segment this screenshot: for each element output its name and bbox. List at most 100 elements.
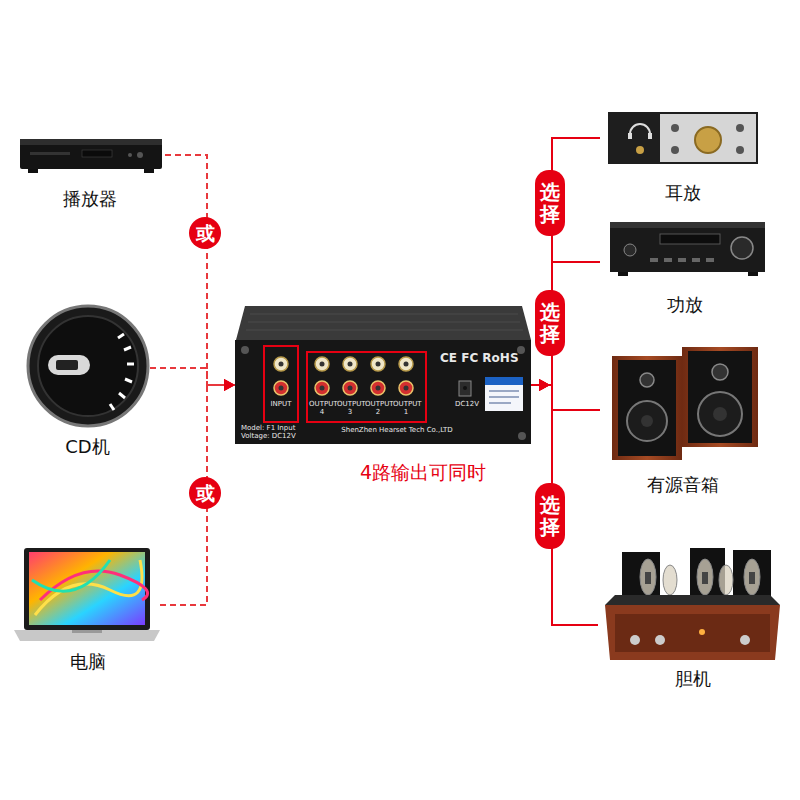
arrow-head	[539, 379, 550, 391]
output-device: 功放	[600, 218, 770, 318]
disc-player-part	[30, 152, 70, 155]
headphone-amp-part	[695, 127, 721, 153]
badge-text: 选择	[540, 301, 560, 345]
speaker-pair-part	[682, 347, 758, 447]
device-label: 有源音箱	[647, 474, 719, 498]
dc-jack-part	[459, 381, 471, 396]
tube-amp-part	[605, 595, 780, 605]
headphone-amp	[608, 112, 758, 164]
splitter-housing-part	[236, 306, 531, 340]
rca-jack-part	[320, 386, 325, 391]
tube-amp-part	[630, 635, 640, 645]
rca-jack-part	[343, 381, 357, 395]
sticker-part	[485, 377, 523, 411]
speaker-pair-part	[640, 373, 654, 387]
panel-print: CE FC RoHS	[440, 352, 525, 366]
power-amp	[610, 222, 765, 276]
splitter-housing-part	[246, 330, 523, 331]
tube-amp-part	[640, 559, 656, 595]
badge-text: 或	[196, 484, 215, 503]
laptop-part	[24, 548, 150, 630]
tube-amp-part	[615, 614, 770, 652]
badge-text: 选择	[540, 494, 560, 538]
headphone-amp-part	[628, 133, 632, 139]
power-amp-part	[660, 234, 720, 244]
rca-jack-part	[404, 362, 409, 367]
rca-jack	[274, 357, 413, 395]
speaker-pair-part	[618, 360, 676, 456]
splitter-housing-part	[250, 314, 518, 315]
power-amp-part	[624, 244, 636, 256]
signal-line	[531, 385, 598, 625]
headphone-amp-part	[736, 146, 744, 154]
splitter-housing-part	[235, 340, 531, 444]
connector-group	[531, 138, 600, 391]
device-label: 电脑	[70, 651, 106, 675]
speaker-pair-part	[712, 364, 728, 380]
headphone-amp-part	[630, 124, 650, 134]
arrow-head	[539, 379, 550, 391]
connector-group	[165, 155, 235, 391]
headphone-amp-part	[648, 133, 652, 139]
rca-jack-part	[315, 357, 329, 371]
badge-text: 或	[196, 224, 215, 243]
rca-jack-part	[315, 381, 329, 395]
cd-player	[28, 306, 148, 426]
arrow-head	[224, 379, 235, 391]
tube-amp-part	[663, 565, 677, 595]
splitter-housing-part	[241, 346, 249, 354]
sticker-part	[489, 390, 519, 392]
panel-print: OUTPUT 4	[309, 400, 335, 416]
rca-jack-part	[399, 357, 413, 371]
device-label: 胆机	[675, 668, 711, 692]
power-amp-part	[678, 258, 686, 262]
dashed-signal-line	[160, 385, 235, 605]
speaker-pair-part	[641, 415, 653, 427]
headphone-amp-part	[636, 146, 644, 154]
disc-player-part	[82, 150, 112, 157]
speaker-pair-part	[612, 356, 682, 460]
rca-jack-part	[404, 386, 409, 391]
source-device: 电脑	[15, 543, 160, 675]
panel-print: OUTPUT 2	[365, 400, 391, 416]
panel-print: OUTPUT 1	[393, 400, 419, 416]
headphone-amp-part	[671, 124, 679, 132]
rca-jack-part	[343, 357, 357, 371]
sticker	[485, 377, 523, 411]
rca-jack-part	[348, 386, 353, 391]
arrow-head	[224, 379, 235, 391]
rca-jack-part	[371, 357, 385, 371]
panel-print: DC12V	[450, 400, 484, 408]
headphone-amp-part	[736, 124, 744, 132]
laptop-part	[14, 630, 160, 641]
output-device: 胆机	[598, 540, 788, 692]
tube-amp-part	[697, 559, 713, 595]
tube-amp-part	[622, 552, 660, 597]
splitter-housing-part	[518, 432, 526, 440]
rca-jack-part	[376, 386, 381, 391]
dc-jack	[459, 381, 471, 396]
arrow-head	[539, 379, 550, 391]
device-label: 耳放	[665, 182, 701, 206]
disc-player-part	[128, 153, 132, 157]
tube-amp-part	[645, 572, 651, 584]
connector-group	[531, 262, 600, 391]
splitter-panel: INPUTOUTPUT 4OUTPUT 3OUTPUT 2OUTPUT 1Mod…	[235, 340, 531, 444]
rca-jack-part	[348, 362, 353, 367]
rca-jack-part	[279, 362, 284, 367]
disc-player	[20, 139, 162, 173]
speaker-pair-part	[627, 401, 667, 441]
output-device: 有源音箱	[600, 343, 765, 498]
disc-player-part	[28, 169, 38, 173]
arrow-head	[224, 379, 235, 391]
cd-player-part	[56, 360, 78, 370]
sticker-part	[489, 402, 511, 404]
power-amp-part	[692, 258, 700, 262]
panel-print: ShenZhen Hearset Tech Co.,LTD	[327, 426, 467, 434]
disc-player-part	[20, 139, 162, 169]
power-amp-part	[610, 222, 765, 272]
signal-line	[531, 138, 600, 385]
